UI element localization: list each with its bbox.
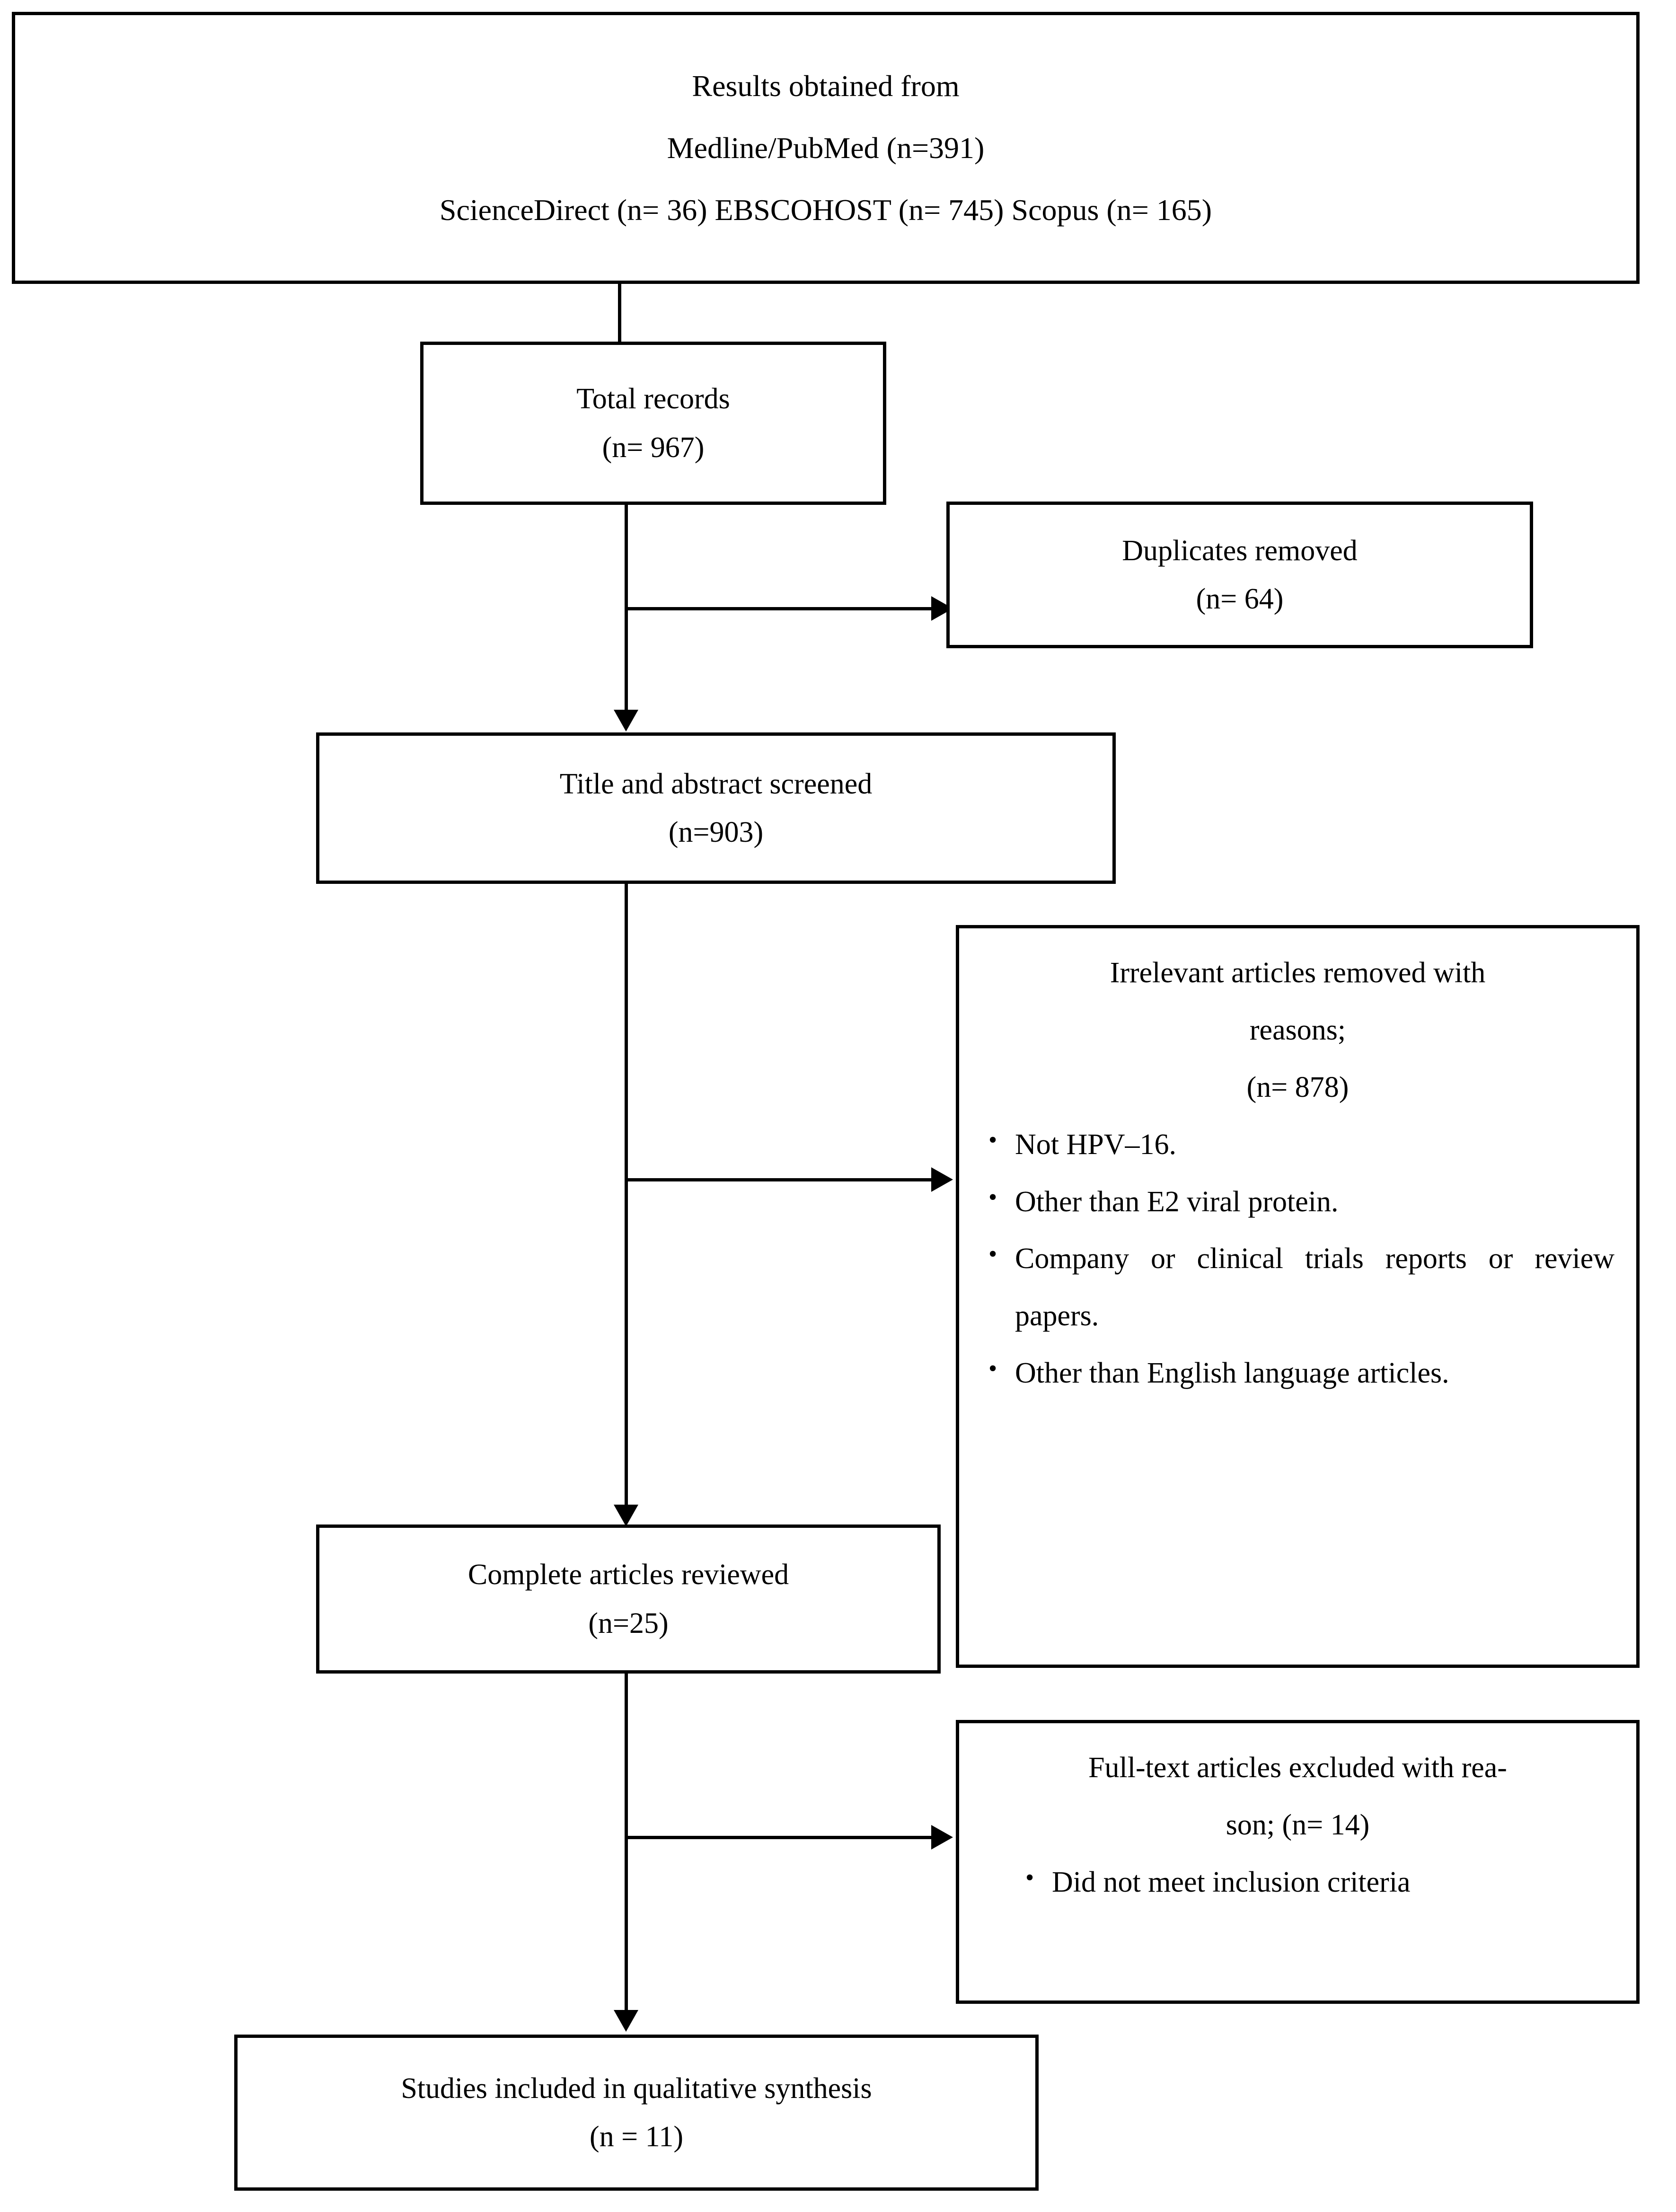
sources-line-2: Medline/PubMed (n=391)	[667, 131, 985, 165]
node-fulltext-articles-excluded: Full-text articles excluded with rea- so…	[956, 1720, 1640, 2004]
irrelevant-header-line-2: reasons;	[1249, 1013, 1346, 1046]
included-line-1: Studies included in qualitative synthesi…	[401, 2072, 872, 2105]
irrelevant-reason-4: Other than English language articles.	[1015, 1357, 1449, 1390]
node-studies-included: Studies included in qualitative synthesi…	[234, 2035, 1039, 2191]
complete-line-1: Complete articles reviewed	[468, 1559, 789, 1591]
total-records-line-1: Total records	[576, 383, 730, 415]
node-complete-articles-reviewed: Complete articles reviewed (n=25)	[316, 1525, 941, 1674]
bullet-icon: •	[988, 1241, 997, 1268]
connector-screened-to-complete	[625, 884, 628, 1508]
irrelevant-header-line-3: (n= 878)	[1246, 1071, 1349, 1103]
node-results-obtained-from: Results obtained from Medline/PubMed (n=…	[12, 12, 1640, 284]
connector-to-irrelevant	[625, 1178, 939, 1181]
fulltext-reason-1: Did not meet inclusion criteria	[1052, 1866, 1411, 1898]
fulltext-header-line-1: Full-text articles excluded with rea-	[1088, 1752, 1507, 1784]
duplicates-line-2: (n= 64)	[1196, 583, 1284, 615]
connector-sources-to-total	[618, 284, 621, 344]
fulltext-header-line-2: son; (n= 14)	[1226, 1808, 1370, 1841]
connector-to-duplicates	[625, 607, 939, 610]
list-item: • Other than E2 viral protein.	[981, 1173, 1614, 1231]
arrowhead-to-fulltext-excluded	[931, 1825, 953, 1850]
arrowhead-screened-to-complete	[614, 1505, 638, 1526]
list-item: • Did not meet inclusion criteria	[981, 1854, 1614, 1911]
arrowhead-complete-to-included	[614, 2010, 638, 2032]
complete-line-2: (n=25)	[588, 1607, 669, 1639]
irrelevant-reason-3: Company or clinical trials reports or re…	[1015, 1243, 1614, 1332]
arrowhead-to-irrelevant	[931, 1167, 953, 1192]
total-records-line-2: (n= 967)	[602, 431, 705, 464]
screened-line-2: (n=903)	[668, 816, 764, 848]
irrelevant-header-line-1: Irrelevant articles removed with	[1110, 957, 1486, 989]
connector-complete-to-included	[625, 1674, 628, 2014]
arrowhead-total-to-screened	[614, 710, 638, 731]
bullet-icon: •	[988, 1126, 997, 1154]
irrelevant-reason-2: Other than E2 viral protein.	[1015, 1185, 1339, 1218]
node-title-abstract-screened: Title and abstract screened (n=903)	[316, 732, 1116, 884]
sources-line-3: ScienceDirect (n= 36) EBSCOHOST (n= 745)…	[439, 193, 1212, 227]
included-line-2: (n = 11)	[590, 2121, 683, 2153]
screened-line-1: Title and abstract screened	[559, 767, 873, 800]
fulltext-reason-list: • Did not meet inclusion criteria	[981, 1854, 1614, 1911]
irrelevant-reason-1: Not HPV–16.	[1015, 1128, 1177, 1161]
duplicates-line-1: Duplicates removed	[1122, 534, 1358, 567]
node-irrelevant-articles-removed: Irrelevant articles removed with reasons…	[956, 925, 1640, 1668]
sources-line-1: Results obtained from	[692, 69, 960, 103]
list-item: • Other than English language articles.	[981, 1345, 1614, 1402]
bullet-icon: •	[988, 1183, 997, 1211]
node-total-records: Total records (n= 967)	[420, 342, 886, 505]
list-item: • Company or clinical trials reports or …	[981, 1230, 1614, 1345]
bullet-icon: •	[988, 1355, 997, 1383]
connector-to-fulltext-excluded	[625, 1836, 939, 1839]
bullet-icon: •	[1025, 1864, 1034, 1891]
node-duplicates-removed: Duplicates removed (n= 64)	[946, 502, 1533, 648]
list-item: • Not HPV–16.	[981, 1116, 1614, 1173]
irrelevant-reason-list: • Not HPV–16. • Other than E2 viral prot…	[981, 1116, 1614, 1402]
